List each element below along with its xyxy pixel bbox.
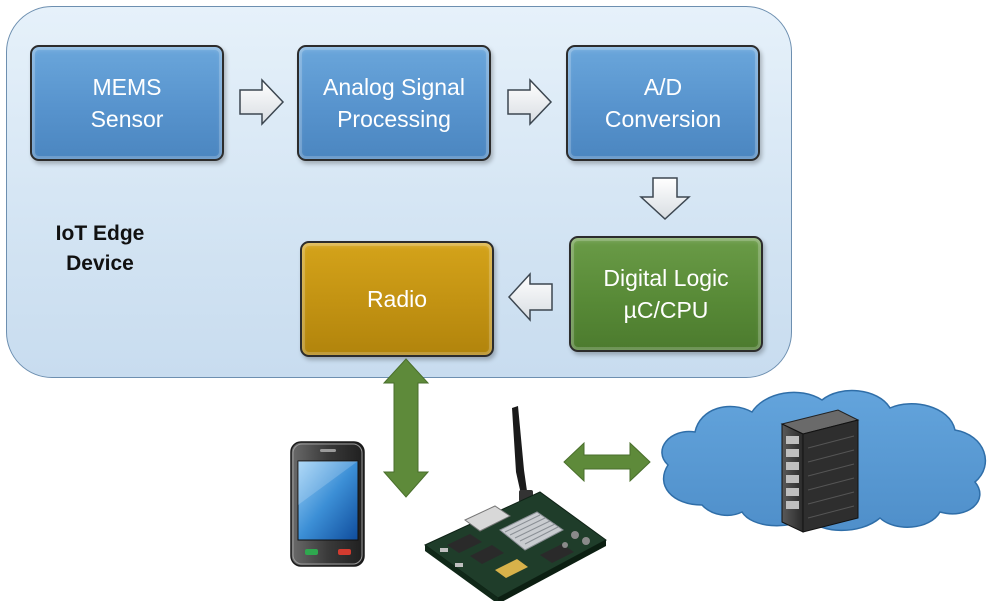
mems-sensor-block: MEMS Sensor (30, 45, 224, 161)
arrow-digital-to-radio-icon (507, 272, 553, 322)
radio-link-double-arrow-icon (382, 358, 430, 498)
arrow-mems-to-asp-icon (239, 78, 285, 126)
radio-block: Radio (300, 241, 494, 357)
analog-signal-processing-block: Analog Signal Processing (297, 45, 491, 161)
cloud-link-double-arrow-icon (563, 441, 651, 483)
radio-label: Radio (366, 286, 428, 312)
ad-conversion-block: A/D Conversion (566, 45, 760, 161)
device-label: IoT Edge Device (55, 222, 145, 275)
mems-sensor-label: MEMS Sensor (90, 74, 164, 132)
digital-logic-label: Digital Logic µC/CPU (603, 265, 729, 323)
ad-conversion-label: A/D Conversion (604, 74, 722, 132)
server-rack-icon (780, 409, 860, 533)
arrow-ad-to-digital-icon (639, 177, 691, 221)
arrow-asp-to-ad-icon (507, 78, 553, 126)
wireless-board-icon (424, 406, 607, 601)
smartphone-icon (290, 441, 365, 567)
analog-signal-processing-label: Analog Signal Processing (323, 74, 465, 132)
digital-logic-block: Digital Logic µC/CPU (569, 236, 763, 352)
